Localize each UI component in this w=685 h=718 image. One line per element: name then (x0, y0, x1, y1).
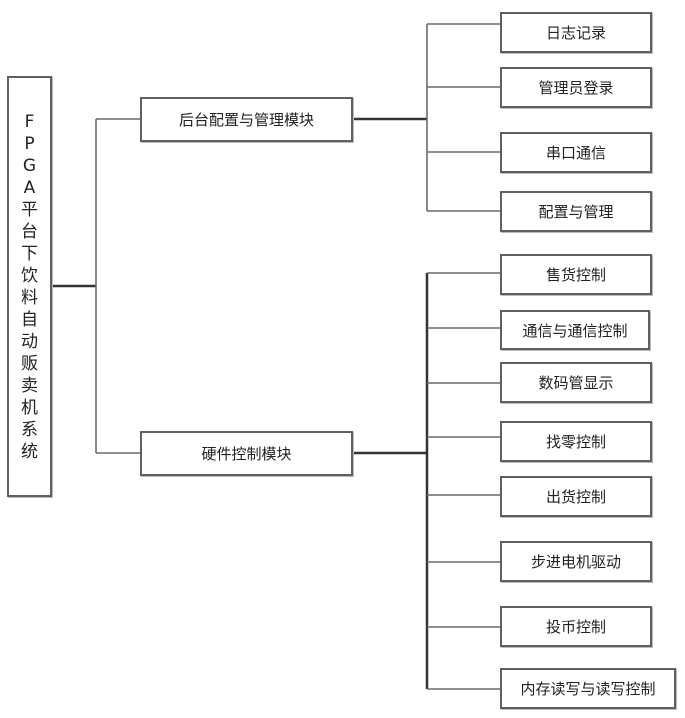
root-node: FPGA平台下饮料自动贩卖机系统 (7, 76, 52, 497)
leaf-node: 管理员登录 (500, 67, 652, 108)
leaf-node: 内存读写与读写控制 (500, 668, 676, 709)
leaf-label: 步进电机驱动 (530, 553, 621, 571)
leaf-label: 投币控制 (545, 618, 606, 636)
leaf-node: 找零控制 (500, 421, 652, 462)
leaf-node: 通信与通信控制 (500, 310, 650, 350)
leaf-label: 找零控制 (545, 433, 606, 451)
leaf-node: 串口通信 (500, 132, 652, 173)
leaf-label: 串口通信 (545, 144, 606, 162)
leaf-label: 数码管显示 (538, 374, 614, 392)
module-label: 硬件控制模块 (201, 445, 292, 463)
leaf-label: 通信与通信控制 (522, 321, 628, 340)
leaf-label: 出货控制 (545, 488, 606, 506)
leaf-label: 日志记录 (545, 24, 606, 42)
module-label: 后台配置与管理模块 (178, 111, 314, 129)
leaf-node: 配置与管理 (500, 191, 652, 232)
leaf-label: 管理员登录 (538, 79, 614, 97)
leaf-label: 内存读写与读写控制 (520, 680, 656, 698)
module-hardware-control: 硬件控制模块 (140, 431, 353, 476)
leaf-node: 售货控制 (500, 254, 652, 295)
leaf-node: 步进电机驱动 (500, 541, 652, 582)
leaf-label: 配置与管理 (538, 203, 614, 221)
root-label: FPGA平台下饮料自动贩卖机系统 (21, 111, 38, 462)
leaf-label: 售货控制 (545, 266, 606, 284)
module-backend-config: 后台配置与管理模块 (140, 97, 353, 142)
leaf-node: 日志记录 (500, 12, 652, 53)
leaf-node: 出货控制 (500, 476, 652, 517)
leaf-node: 数码管显示 (500, 362, 652, 403)
leaf-node: 投币控制 (500, 606, 652, 647)
